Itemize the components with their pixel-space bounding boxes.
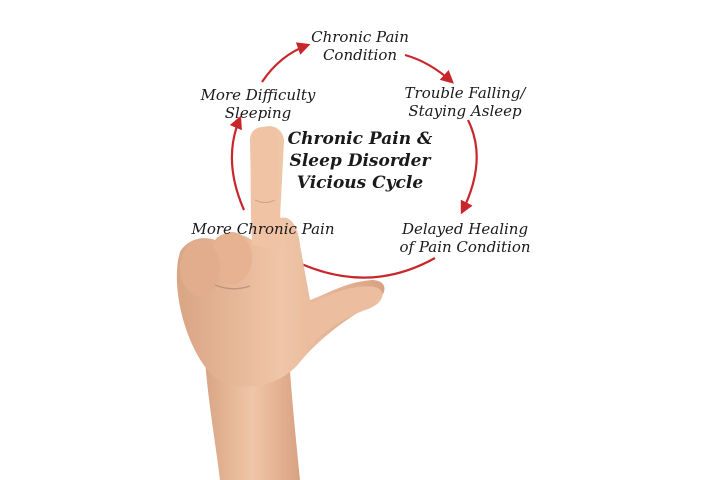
node-label-line: of Pain Condition [399, 238, 531, 256]
arrow-difficulty-to-condition [261, 42, 311, 83]
center-title-line: Chronic Pain & [287, 129, 433, 149]
arrow-condition-to-trouble [404, 53, 454, 84]
node-chronic-pain-condition: Chronic Pain Condition [300, 28, 420, 64]
node-label-line: Staying Asleep [408, 102, 522, 120]
node-more-chronic-pain: More Chronic Pain [178, 220, 348, 238]
node-label-line: Chronic Pain [311, 28, 409, 46]
node-label-line: More Difficulty [200, 86, 316, 104]
center-title-line: Sleep Disorder [289, 151, 431, 171]
center-title-line: Vicious Cycle [296, 173, 424, 193]
node-trouble-sleeping: Trouble Falling/ Staying Asleep [385, 84, 545, 120]
node-label-line: Delayed Healing [401, 220, 529, 238]
node-label-line: Trouble Falling/ [404, 84, 526, 102]
node-more-difficulty-sleeping: More Difficulty Sleeping [188, 86, 328, 122]
node-label-line: Condition [322, 46, 398, 64]
node-delayed-healing: Delayed Healing of Pain Condition [380, 220, 550, 256]
center-title: Chronic Pain & Sleep Disorder Vicious Cy… [270, 128, 450, 194]
node-label-line: Sleeping [224, 104, 292, 122]
arrow-morepain-to-difficulty [229, 115, 246, 211]
node-label-line: More Chronic Pain [191, 220, 335, 238]
arrow-trouble-to-delayed [460, 119, 478, 215]
